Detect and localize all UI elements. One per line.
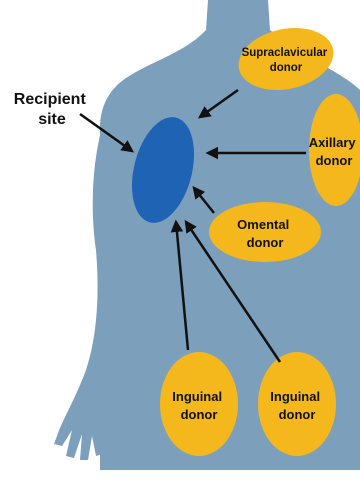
- recipient-site-label: Recipient site: [14, 91, 90, 128]
- inguinal-right-donor-ellipse: [258, 352, 336, 456]
- inguinal-left-donor-ellipse: [160, 352, 238, 456]
- omental-donor-ellipse: [209, 202, 321, 262]
- neck: [206, 0, 270, 41]
